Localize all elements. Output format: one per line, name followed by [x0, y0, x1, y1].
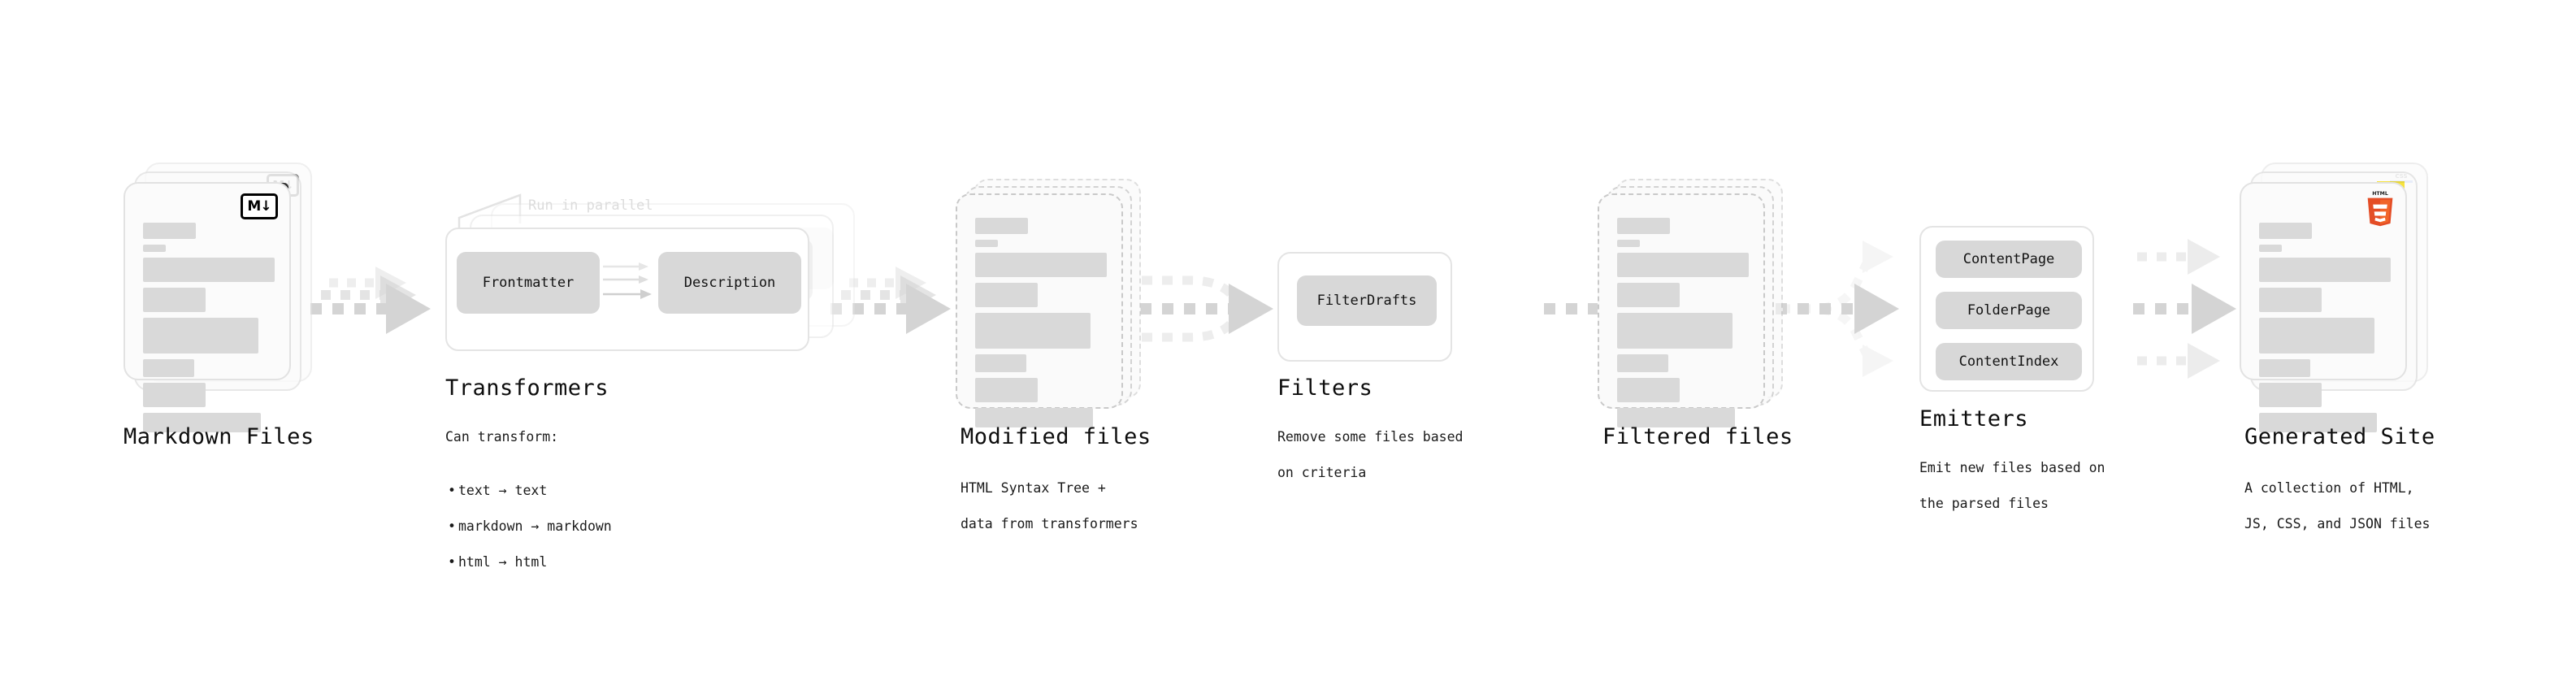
- stage-title-markdown-files: Markdown Files: [124, 424, 314, 449]
- filter-pill-filterdrafts[interactable]: FilterDrafts: [1297, 275, 1437, 326]
- desc-line: HTML Syntax Tree +: [961, 480, 1106, 496]
- skeleton-bar: [975, 253, 1107, 277]
- desc-line: Emit new files based on: [1919, 460, 2105, 475]
- stage-title-emitters: Emitters: [1919, 406, 2029, 432]
- filters-group[interactable]: FilterDrafts: [1277, 252, 1452, 362]
- transformers-desc-heading: Can transform:: [445, 429, 559, 445]
- skeleton-bar: [143, 359, 194, 377]
- skeleton-bar: [975, 283, 1038, 307]
- transform-item: markdown → markdown: [445, 518, 612, 536]
- stage-title-transformers: Transformers: [445, 375, 609, 401]
- skeleton-bar: [975, 408, 1093, 427]
- stage-desc-modified-files: HTML Syntax Tree + data from transformer…: [961, 462, 1138, 551]
- stage-title-modified-files: Modified files: [961, 424, 1151, 449]
- skeleton-bar: [143, 223, 196, 239]
- desc-line: the parsed files: [1919, 496, 2049, 511]
- skeleton-bar: [2259, 359, 2310, 377]
- skeleton-bar: [143, 258, 275, 282]
- skeleton-bar: [2259, 258, 2391, 282]
- skeleton-bar: [1617, 253, 1749, 277]
- connector-modified-to-filters: [1140, 275, 1273, 342]
- transformer-group-front[interactable]: Frontmatter Description: [445, 228, 809, 351]
- file-skeleton-bars: [975, 218, 1107, 433]
- skeleton-bar: [975, 378, 1038, 402]
- skeleton-bar: [975, 354, 1026, 372]
- transform-item: text → text: [445, 482, 612, 500]
- connector-emitters-to-site: [2133, 239, 2236, 379]
- skeleton-bar: [2259, 383, 2322, 407]
- skeleton-bar: [1617, 283, 1680, 307]
- skeleton-bar: [143, 383, 206, 407]
- stage-desc-filters: Remove some files based on criteria: [1277, 410, 1463, 500]
- skeleton-bar: [2259, 318, 2374, 354]
- skeleton-bar: [975, 240, 998, 247]
- skeleton-bar: [1617, 408, 1735, 427]
- transformer-inner-arrows: [603, 262, 652, 299]
- transformers-capability-list: text → text markdown → markdown html → h…: [445, 464, 612, 589]
- skeleton-bar: [143, 288, 206, 312]
- stage-desc-generated-site: A collection of HTML, JS, CSS, and JSON …: [2244, 462, 2430, 551]
- transformer-pill-frontmatter[interactable]: Frontmatter: [457, 252, 600, 314]
- skeleton-bar: [2259, 413, 2377, 432]
- desc-line: A collection of HTML,: [2244, 480, 2414, 496]
- stage-title-generated-site: Generated Site: [2244, 424, 2435, 449]
- emitter-pill-contentpage[interactable]: ContentPage: [1936, 241, 2082, 278]
- skeleton-bar: [1617, 240, 1640, 247]
- skeleton-bar: [2259, 245, 2282, 252]
- stage-desc-transformers: Can transform: text → text markdown → ma…: [445, 410, 612, 607]
- transformer-pill-description[interactable]: Description: [658, 252, 801, 314]
- filtered-file-card-front: [1598, 193, 1765, 427]
- connector-markdown-to-transformers: [310, 267, 431, 334]
- skeleton-bar: [143, 245, 166, 252]
- skeleton-bar: [1617, 218, 1670, 234]
- stage-title-filtered-files: Filtered files: [1602, 424, 1793, 449]
- run-in-parallel-label: Run in parallel: [528, 197, 653, 214]
- site-file-card-html: HTML: [2240, 182, 2407, 432]
- svg-text:HTML: HTML: [2372, 191, 2388, 197]
- file-skeleton-bars: [1617, 218, 1749, 433]
- desc-line: JS, CSS, and JSON files: [2244, 516, 2431, 531]
- markdown-file-card-front: M↓: [124, 182, 291, 432]
- stage-desc-emitters: Emit new files based on the parsed files: [1919, 441, 2105, 531]
- modified-file-card-front: [956, 193, 1123, 427]
- file-skeleton-bars: [2259, 223, 2391, 438]
- transform-item: html → html: [445, 553, 612, 571]
- emitter-pill-folderpage[interactable]: FolderPage: [1936, 292, 2082, 329]
- skeleton-bar: [975, 313, 1091, 349]
- skeleton-bar: [2259, 288, 2322, 312]
- connector-filtered-to-emitters: [1776, 241, 1899, 377]
- emitter-pill-contentindex[interactable]: ContentIndex: [1936, 343, 2082, 380]
- desc-line: Remove some files based: [1277, 429, 1464, 445]
- skeleton-bar: [1617, 354, 1668, 372]
- emitters-group[interactable]: ContentPage FolderPage ContentIndex: [1919, 226, 2094, 392]
- skeleton-bar: [143, 318, 258, 354]
- skeleton-bar: [143, 413, 261, 432]
- markdown-icon: M↓: [241, 193, 278, 219]
- skeleton-bar: [1617, 313, 1733, 349]
- html5-icon: HTML: [2365, 190, 2396, 227]
- desc-line: on criteria: [1277, 465, 1367, 480]
- skeleton-bar: [1617, 378, 1680, 402]
- skeleton-bar: [2259, 223, 2312, 239]
- skeleton-bar: [975, 218, 1028, 234]
- stage-title-filters: Filters: [1277, 375, 1373, 401]
- desc-line: data from transformers: [961, 516, 1138, 531]
- file-skeleton-bars: [143, 223, 275, 438]
